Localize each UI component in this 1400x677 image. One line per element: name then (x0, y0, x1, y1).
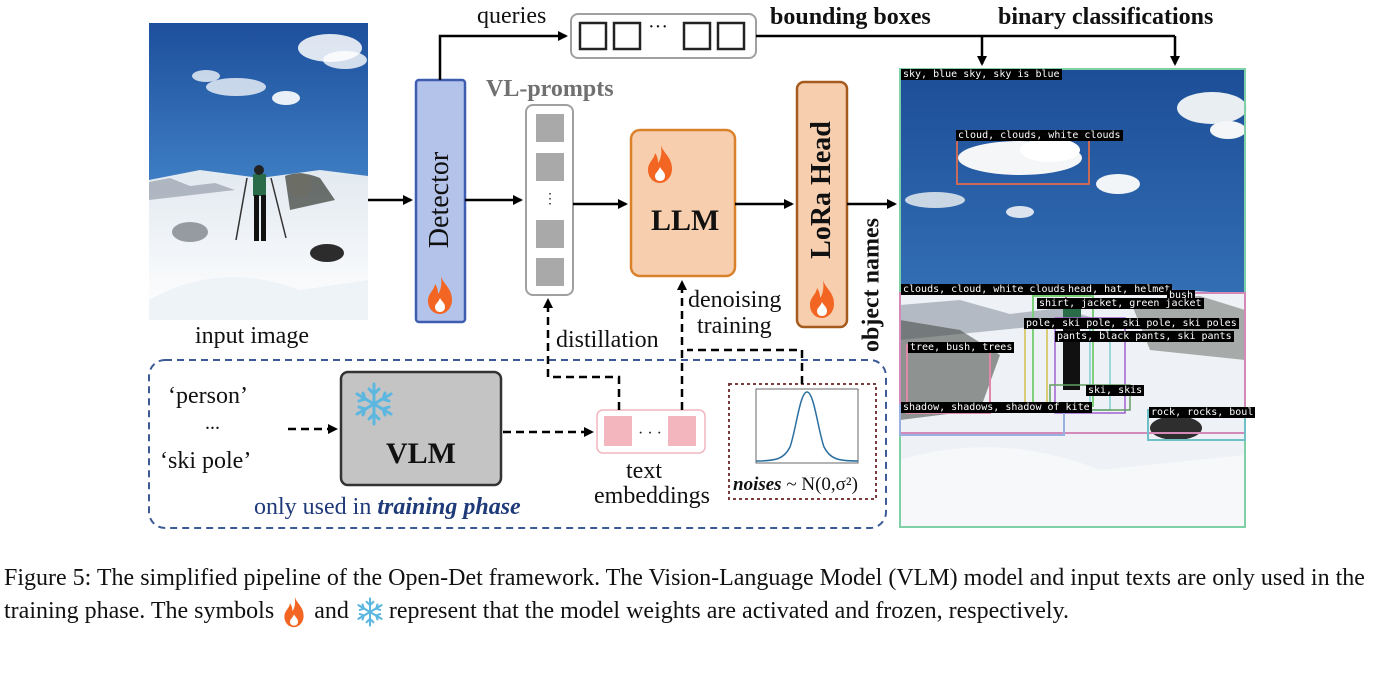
snowflake-icon (355, 382, 393, 426)
flame-icon (280, 596, 308, 628)
detection-tag: ski, skis (1086, 385, 1145, 396)
caption-part1: Figure 5: The simplified pipeline of the… (4, 565, 1365, 624)
detection-tag: cloud, clouds, white clouds (956, 130, 1123, 141)
text-embeddings-line1: text (626, 458, 662, 484)
svg-text:⋮: ⋮ (543, 192, 557, 207)
query-boxes (570, 13, 757, 59)
pipeline-diagram: ⋮ (148, 13, 1247, 529)
detection-tag: shadow, shadows, shadow of kite (901, 402, 1092, 413)
detection-tag: pole, ski pole, ski pole, ski poles (1024, 318, 1239, 329)
text-embeddings-block: · · · (596, 409, 706, 454)
detection-tag: shirt, jacket, green jacket (1037, 298, 1204, 309)
queries-label: queries (477, 3, 547, 29)
detection-tag: sky, blue sky, sky is blue (901, 69, 1062, 80)
snowflake-icon (355, 596, 383, 628)
lora-head-label: LoRa Head (806, 121, 837, 259)
svg-text:· · ·: · · · (638, 425, 662, 442)
caption-part3: represent that the model weights are act… (382, 598, 1069, 624)
detection-tag: pants, black pants, ski pants (1055, 331, 1234, 342)
vlm-label: VLM (386, 437, 456, 470)
figure-caption: Figure 5: The simplified pipeline of the… (4, 562, 1396, 628)
query-ellipsis: ··· (648, 16, 668, 38)
noises-word: noises (733, 474, 782, 495)
dots-text: ... (205, 412, 220, 434)
training-phase-text: training phase (377, 494, 521, 520)
detector-label: Detector (424, 151, 455, 249)
person-text: ‘person’ (168, 383, 248, 409)
solid-arrows (368, 31, 1180, 209)
detection-tag: head, hat, helmet (1066, 284, 1173, 295)
ski-pole-text: ‘ski pole’ (160, 448, 252, 474)
dashed-arrows (288, 280, 804, 437)
only-used-text: only used in training phase (254, 494, 521, 521)
detection-tag: tree, bush, trees (908, 342, 1015, 353)
training-label: training (697, 313, 772, 339)
training-phase-region (148, 359, 887, 529)
vl-prompts-label: VL-prompts (486, 76, 614, 102)
binary-classifications-label: binary classifications (998, 4, 1214, 30)
bounding-boxes-label: bounding boxes (770, 4, 931, 30)
flame-icon (428, 276, 452, 314)
denoising-label: denoising (688, 287, 782, 313)
input-image (149, 23, 368, 320)
noise-formula: noises ~ N(0,σ²) (733, 474, 858, 496)
llm-label: LLM (651, 204, 720, 237)
flame-icon (648, 145, 672, 183)
detection-tag: clouds, cloud, white clouds (901, 284, 1068, 295)
caption-part2: and (308, 598, 355, 624)
vl-prompts-column: ⋮ (525, 104, 574, 296)
flame-icon (810, 280, 834, 318)
only-used-prefix: only used in (254, 494, 378, 520)
text-embeddings-line2: embeddings (594, 483, 710, 509)
input-image-label: input image (195, 323, 309, 349)
object-names-label: object names (858, 218, 885, 352)
detection-tag: bush (1167, 290, 1196, 301)
detection-tag: rock, rocks, boul (1149, 407, 1256, 418)
llm-box (629, 128, 737, 278)
noises-distribution: ~ N(0,σ²) (781, 474, 858, 495)
distillation-label: distillation (556, 327, 659, 353)
